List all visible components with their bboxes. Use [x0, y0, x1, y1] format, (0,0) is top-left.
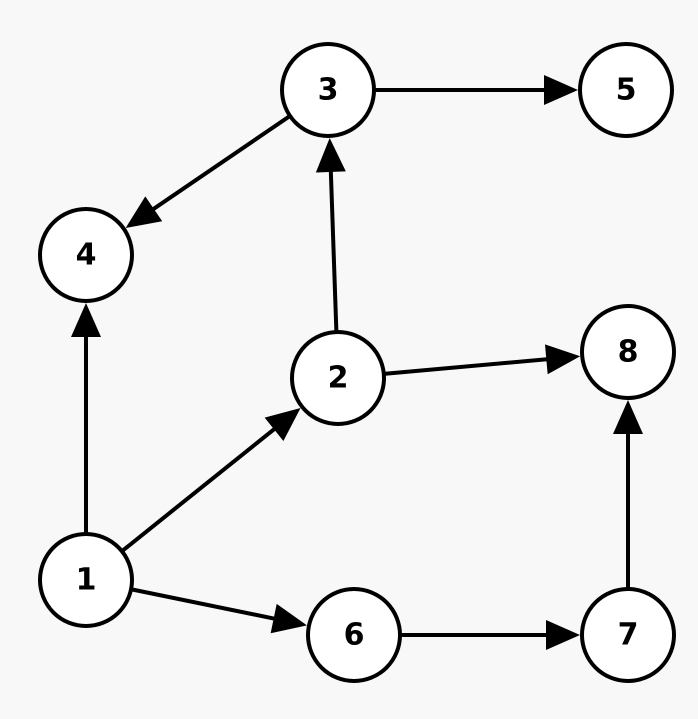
edge-line	[120, 426, 277, 553]
node-label: 6	[344, 618, 365, 653]
edge-1-to-4	[71, 303, 101, 534]
edge-line	[150, 114, 292, 212]
node-4: 4	[38, 207, 134, 303]
node-5: 5	[578, 42, 674, 138]
node-8: 8	[580, 304, 676, 400]
node-label: 4	[76, 238, 97, 273]
arrowhead-icon	[270, 603, 307, 634]
node-circle	[578, 42, 674, 138]
node-circle	[306, 587, 402, 683]
edge-6-to-7	[400, 620, 580, 650]
arrowhead-icon	[125, 196, 163, 228]
node-6: 6	[306, 587, 402, 683]
node-7: 7	[580, 587, 676, 683]
node-circle	[580, 587, 676, 683]
arrowhead-icon	[315, 137, 346, 173]
edge-line	[130, 587, 277, 621]
node-circle	[38, 532, 134, 628]
arrowhead-icon	[546, 620, 580, 650]
arrowhead-icon	[544, 75, 578, 105]
edge-2-to-3	[315, 137, 346, 333]
node-circle	[580, 304, 676, 400]
node-1: 1	[38, 532, 134, 628]
edge-7-to-8	[613, 400, 643, 589]
node-circle	[38, 207, 134, 303]
arrowhead-icon	[71, 303, 101, 337]
node-label: 3	[318, 73, 339, 108]
edge-line	[328, 169, 339, 333]
node-label: 2	[328, 361, 349, 396]
node-2: 2	[290, 330, 386, 426]
node-circle	[280, 42, 376, 138]
node-label: 5	[616, 73, 637, 108]
node-label: 7	[618, 618, 639, 653]
edge-1-to-2	[120, 408, 301, 553]
node-3: 3	[280, 42, 376, 138]
node-label: 8	[618, 335, 639, 370]
edge-3-to-4	[125, 114, 292, 228]
nodes-layer: 1 2 3 4 5 6 7 8	[38, 42, 676, 683]
edges-layer	[71, 75, 643, 650]
edge-3-to-5	[374, 75, 578, 105]
edge-1-to-6	[130, 587, 307, 634]
edge-line	[383, 357, 549, 376]
arrowhead-icon	[544, 344, 581, 375]
node-circle	[290, 330, 386, 426]
arrowhead-icon	[264, 408, 301, 441]
edge-2-to-8	[383, 344, 581, 376]
arrowhead-icon	[613, 400, 643, 434]
node-label: 1	[76, 563, 97, 598]
